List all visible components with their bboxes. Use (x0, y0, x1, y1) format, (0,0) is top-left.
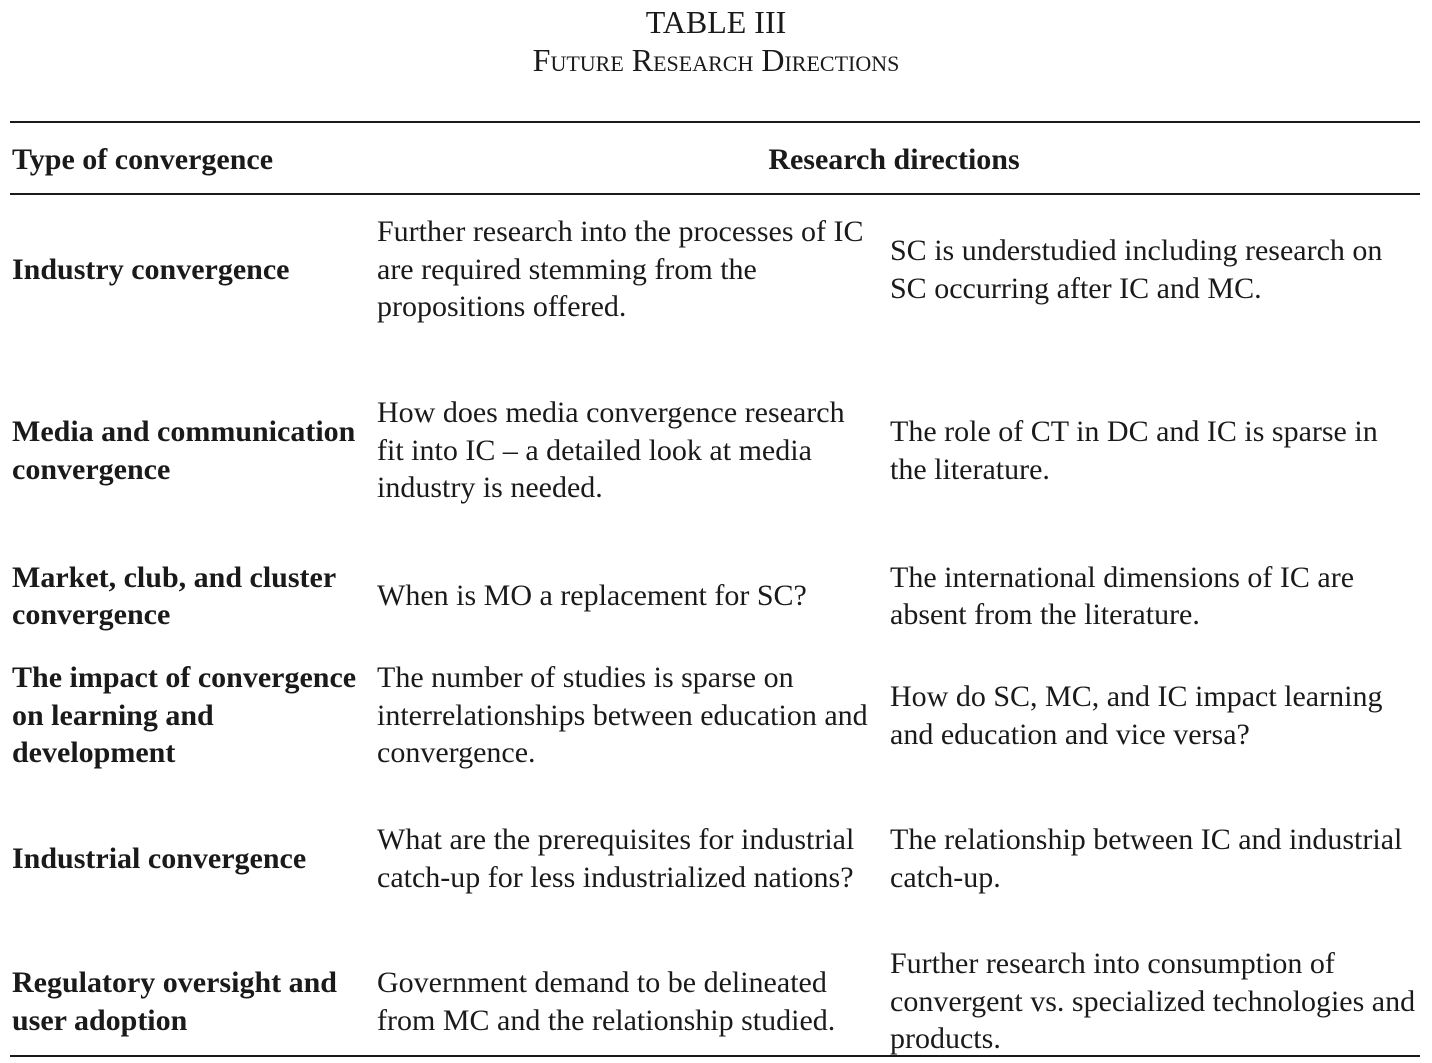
row-direction-text: Government demand to be delineated from … (377, 966, 836, 1037)
row-direction-text: The role of CT in DC and IC is sparse in… (890, 415, 1378, 486)
row-type-label: Industrial convergence (12, 841, 307, 875)
table-row: Regulatory oversight and user adoption G… (0, 944, 1432, 1059)
row-direction-cell: The number of studies is sparse on inter… (377, 658, 877, 773)
row-type-label: Media and communication convergence (12, 415, 356, 486)
row-direction-cell: What are the prerequisites for industria… (377, 801, 877, 916)
row-direction-cell: When is MO a replacement for SC? (377, 557, 877, 635)
row-type-cell: Media and communication convergence (12, 393, 360, 508)
row-direction-cell: SC is understudied including research on… (890, 212, 1420, 327)
row-direction-text: Further research into consumption of con… (890, 947, 1416, 1056)
header-rule (10, 193, 1420, 195)
row-type-cell: Industry convergence (12, 212, 360, 327)
row-type-cell: Regulatory oversight and user adoption (12, 944, 360, 1059)
table-title: Future Research Directions (532, 42, 900, 78)
table-row: Market, club, and cluster convergence Wh… (0, 557, 1432, 635)
row-direction-text: Further research into the processes of I… (377, 215, 864, 324)
row-direction-cell: The relationship between IC and industri… (890, 801, 1420, 916)
top-rule (10, 121, 1420, 123)
row-direction-text: What are the prerequisites for industria… (377, 823, 855, 894)
row-direction-text: SC is understudied including research on… (890, 234, 1383, 305)
row-direction-text: How do SC, MC, and IC impact learning an… (890, 680, 1383, 751)
column-header-research-directions: Research directions (768, 143, 1020, 176)
row-direction-cell: The international dimensions of IC are a… (890, 557, 1420, 635)
row-direction-cell: How do SC, MC, and IC impact learning an… (890, 658, 1420, 773)
row-direction-cell: Further research into consumption of con… (890, 944, 1420, 1059)
column-header-type: Type of convergence (12, 143, 274, 176)
row-direction-text: The international dimensions of IC are a… (890, 560, 1355, 632)
row-direction-cell: How does media convergence research fit … (377, 393, 877, 508)
table-number: TABLE III (645, 4, 787, 40)
row-direction-text: How does media convergence research fit … (377, 396, 845, 505)
row-type-label: The impact of convergence on learning an… (12, 661, 357, 770)
row-type-cell: Industrial convergence (12, 801, 360, 916)
row-type-label: Market, club, and cluster convergence (12, 560, 336, 632)
row-type-label: Industry convergence (12, 252, 290, 286)
row-direction-text: The number of studies is sparse on inter… (377, 661, 868, 770)
row-type-cell: Market, club, and cluster convergence (12, 557, 360, 635)
row-direction-text: The relationship between IC and industri… (890, 823, 1403, 894)
row-type-label: Regulatory oversight and user adoption (12, 966, 337, 1037)
row-direction-cell: Further research into the processes of I… (377, 212, 877, 327)
table-row: Industrial convergence What are the prer… (0, 801, 1432, 916)
row-type-cell: The impact of convergence on learning an… (12, 658, 360, 773)
row-direction-cell: The role of CT in DC and IC is sparse in… (890, 393, 1420, 508)
table-row: The impact of convergence on learning an… (0, 658, 1432, 773)
row-direction-cell: Government demand to be delineated from … (377, 944, 877, 1059)
table-row: Media and communication convergence How … (0, 393, 1432, 508)
table-row: Industry convergence Further research in… (0, 212, 1432, 327)
bottom-rule (10, 1055, 1420, 1057)
row-direction-text: When is MO a replacement for SC? (377, 579, 807, 613)
